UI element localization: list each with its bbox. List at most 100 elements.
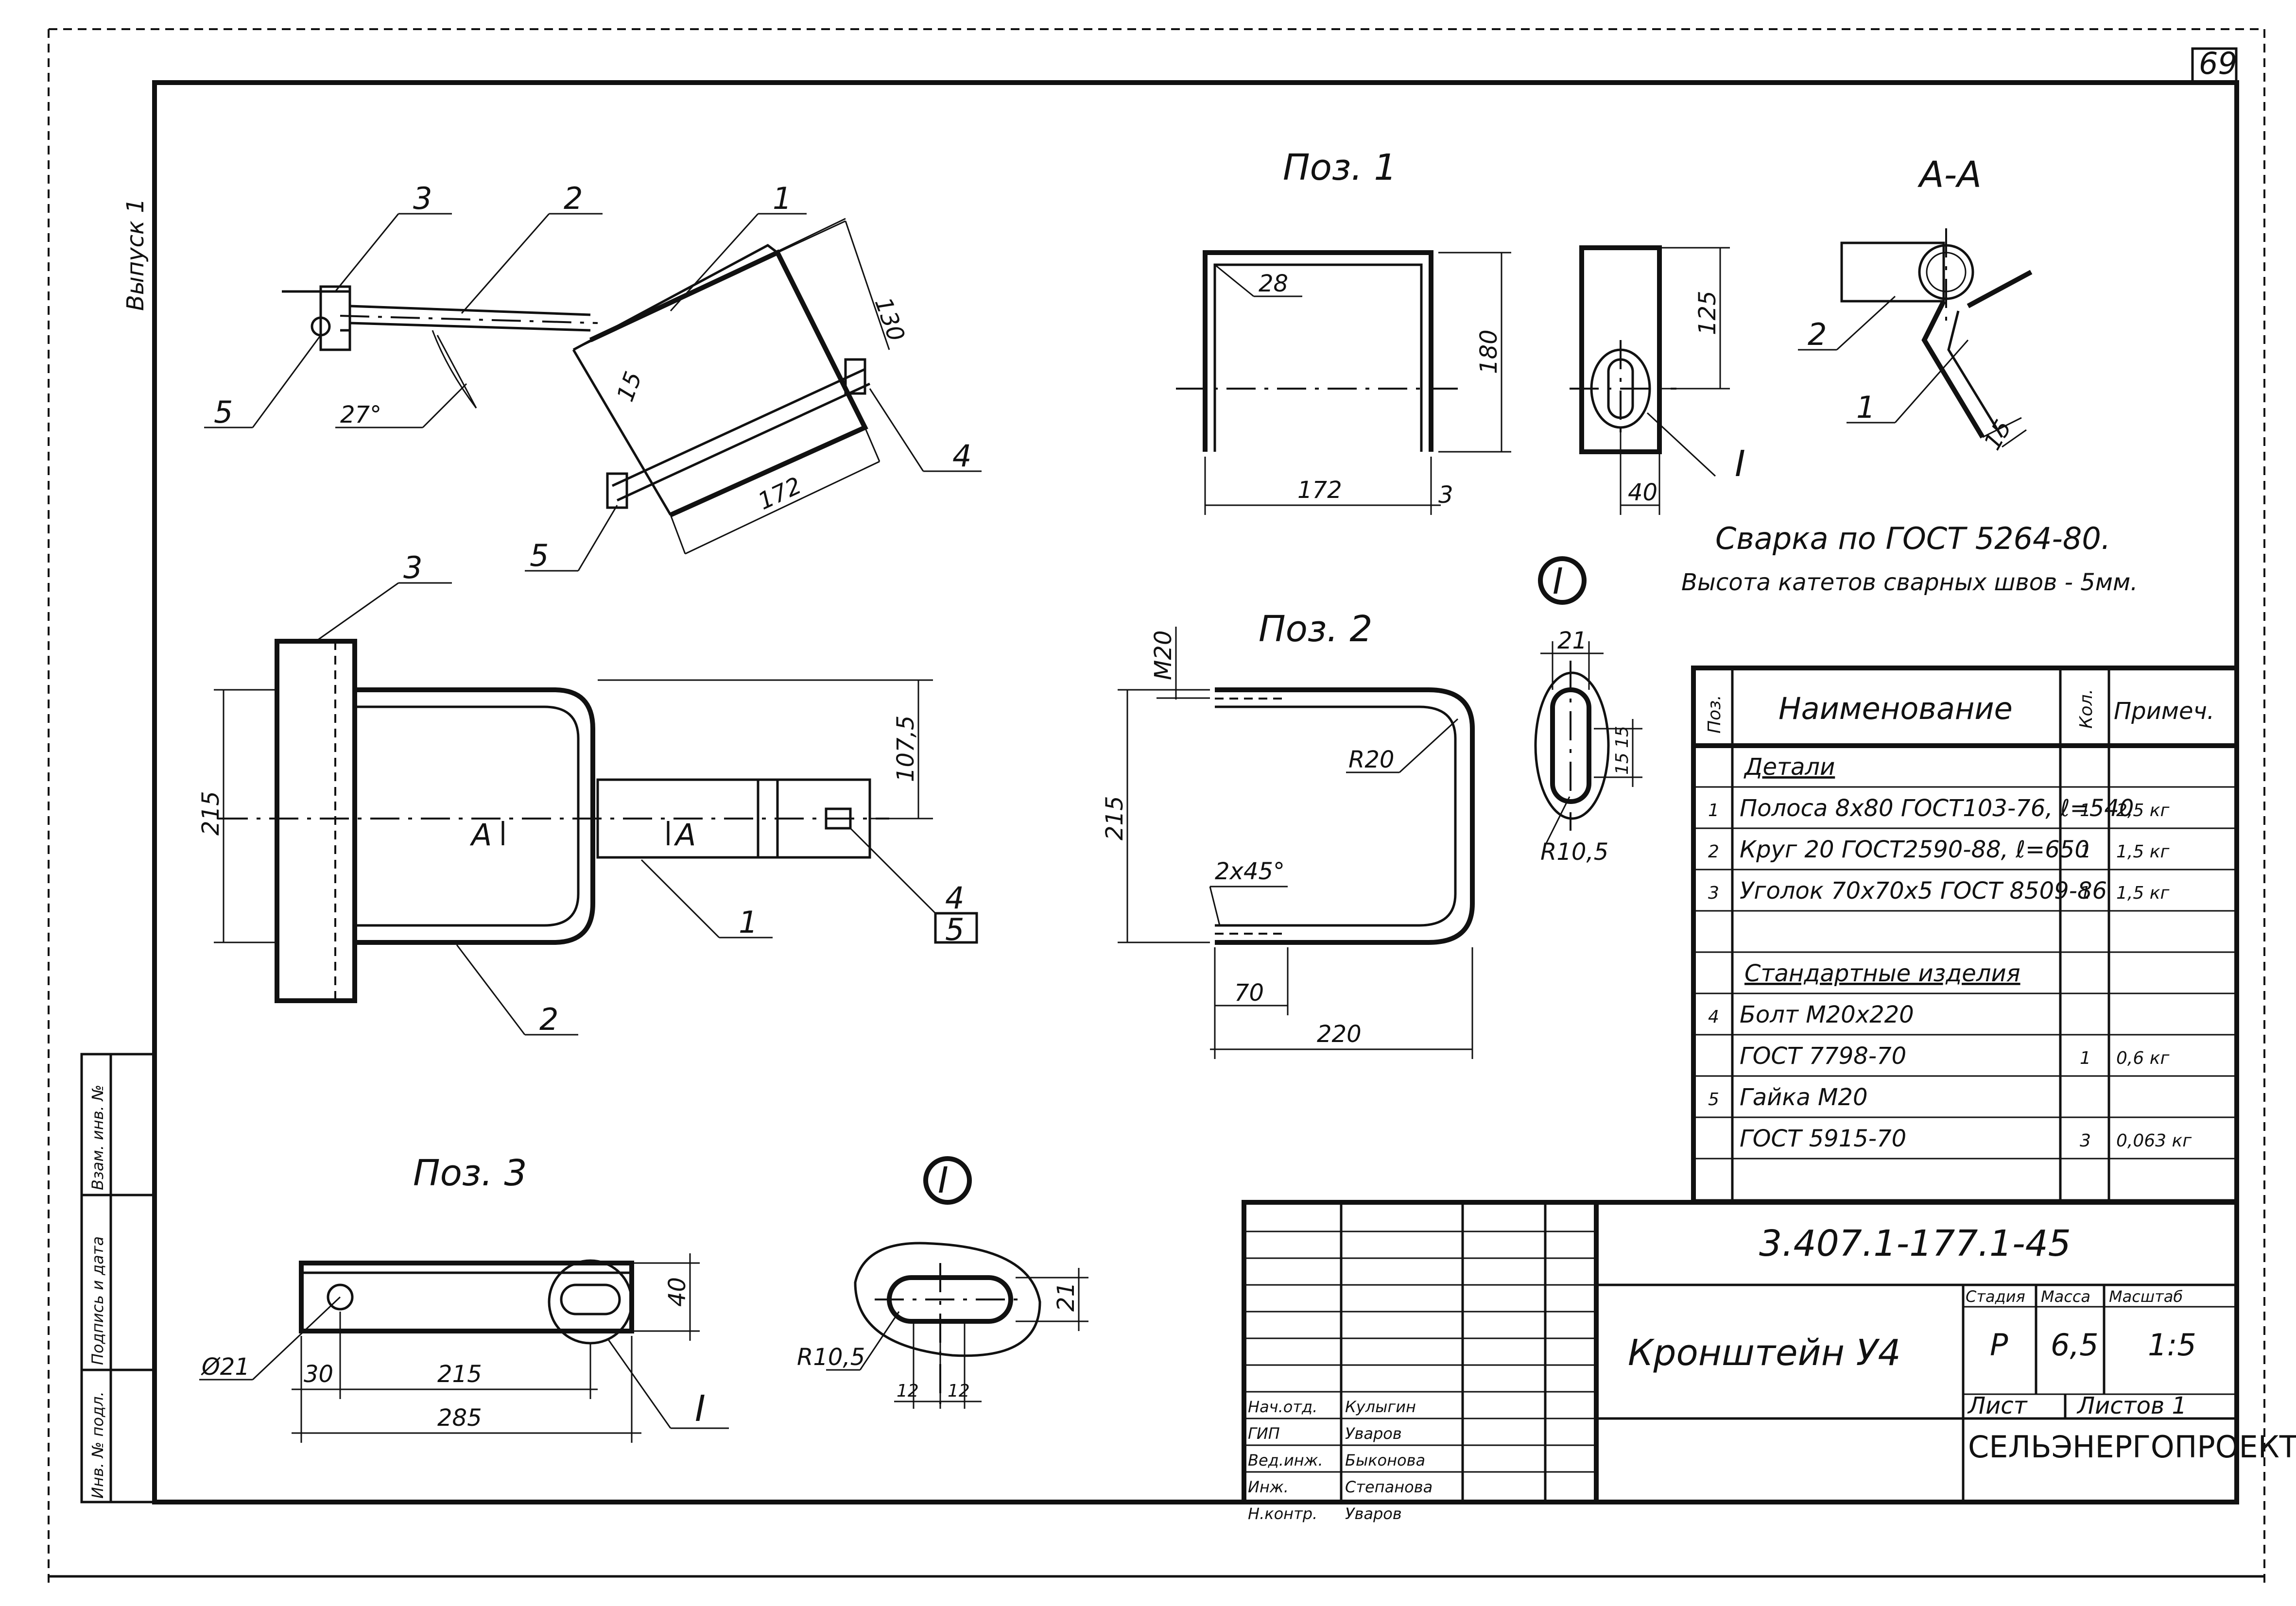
spec-cell-note: 2,5 кг: [2116, 801, 2170, 820]
pos2-dim-70: 70: [1234, 979, 1264, 1007]
section-dim-15: 15: [1979, 415, 2017, 455]
sheets-label: Листов 1: [2076, 1392, 2187, 1419]
pos1-dim-3: 3: [1438, 481, 1453, 509]
doc-code: 3.407.1-177.1-45: [1759, 1223, 2071, 1264]
spec-cell-name: Круг 20 ГОСТ2590-88, ℓ=650: [1740, 836, 2089, 863]
detail-2-mark: I: [938, 1160, 949, 1201]
signature-name: Уваров: [1345, 1504, 1402, 1523]
detail-2-dim-12a: 12: [897, 1381, 919, 1401]
weld-note: Сварка по ГОСТ 5264-80. Высота катетов с…: [1681, 521, 2138, 596]
plan-leader-3: 3: [403, 550, 422, 585]
signature-role: Нач.отд.: [1248, 1398, 1317, 1416]
signature-role: Вед.инж.: [1248, 1451, 1323, 1469]
scale-label: Масштаб: [2109, 1287, 2183, 1306]
spec-cell-note: 0,063 кг: [2116, 1131, 2192, 1151]
pos2-dim-m20: М20: [1150, 631, 1177, 681]
signature-role: ГИП: [1248, 1424, 1280, 1443]
signature-name: Степанова: [1345, 1478, 1433, 1496]
pos1-title: Поз. 1: [1283, 147, 1397, 188]
detail-1-dim-15b: 15: [1612, 752, 1632, 775]
leader-5-top: 5: [214, 394, 233, 430]
detail-2-dim-12b: 12: [948, 1381, 970, 1401]
spec-cell-name: ГОСТ 5915-70: [1740, 1125, 1906, 1152]
leader-1: 1: [773, 181, 792, 216]
spec-cell-qty: 1: [2080, 842, 2091, 862]
spec-cell-name: Полоса 8х80 ГОСТ103-76, ℓ=540: [1740, 795, 2134, 822]
leader-4: 4: [952, 438, 971, 474]
plan-leader-4: 4: [945, 880, 964, 916]
spec-cell-qty: 1: [2080, 883, 2091, 903]
spec-cell-note: 0,6 кг: [2116, 1048, 2170, 1068]
dim-15: 15: [612, 368, 648, 406]
spec-cell-name: ГОСТ 7798-70: [1740, 1042, 1906, 1070]
detail-2-dim-r10-5: R10,5: [797, 1344, 865, 1371]
detail-1-dim-15a: 15: [1612, 726, 1632, 748]
pos2-dim-220: 220: [1317, 1021, 1362, 1048]
signature-role: Инж.: [1248, 1478, 1289, 1496]
detail-2-view: I 21 R10,5 12 12: [797, 1156, 1088, 1409]
page-number: 69: [2199, 46, 2237, 81]
detail-1-mark: I: [1553, 561, 1563, 602]
section-aa-title: А-А: [1917, 154, 1982, 196]
pos1-side-dim-40: 40: [1628, 479, 1657, 506]
plan-section-mark-left: А: [469, 817, 492, 853]
pos1-dim-r28: 28: [1259, 270, 1288, 297]
sheet-frame: 69 Выпуск 1: [48, 28, 2265, 1584]
pos1-dim-180: 180: [1475, 329, 1502, 374]
pos3-view: Поз. 3 40 30 215 285 Ø21 I: [199, 1152, 729, 1443]
spec-cell-pos: 1: [1708, 801, 1719, 820]
section-leader-1: 1: [1856, 390, 1875, 425]
stamp-replace-inv: Взам. инв. №: [88, 1085, 107, 1190]
spec-cell-pos: 2: [1708, 842, 1719, 862]
plan-leader-1: 1: [739, 905, 758, 940]
pos3-dim-hole: Ø21: [201, 1353, 250, 1381]
spec-header-name: Наименование: [1778, 691, 2013, 726]
detail-1-view: I 21 15 15 R10,5: [1534, 556, 1642, 866]
detail-1-dim-21: 21: [1557, 627, 1587, 654]
spec-header-note: Примеч.: [2114, 698, 2214, 725]
organization: СЕЛЬЭНЕРГОПРОЕКТ: [1968, 1429, 2296, 1465]
side-stamp: Инв. № подл. Подпись и дата Взам. инв. №: [80, 1053, 156, 1503]
spec-cell-qty: 3: [2080, 1131, 2091, 1151]
spec-cell-pos: 5: [1708, 1090, 1719, 1110]
leader-5-bottom: 5: [530, 538, 549, 573]
plan-section-mark-right: А: [673, 817, 696, 853]
stage-value: Р: [1990, 1327, 2008, 1363]
mass-label: Масса: [2041, 1287, 2090, 1306]
weld-note-line2: Высота катетов сварных швов - 5мм.: [1681, 569, 2138, 596]
plan-dim-107-5: 107,5: [892, 716, 919, 782]
spec-cell-qty: 1: [2080, 801, 2091, 820]
pos3-dim-285: 285: [437, 1404, 482, 1432]
signature-role: Н.контр.: [1248, 1504, 1317, 1523]
plan-leader-2: 2: [539, 1002, 558, 1037]
plan-view: А А 215 107,5 3 1 2 4 5: [197, 550, 978, 1037]
pos1-dim-172: 172: [1297, 477, 1342, 504]
spec-cell-qty: 1: [2080, 1048, 2091, 1068]
pos2-dim-chamfer: 2х45°: [1215, 858, 1285, 885]
pos1-view: Поз. 1 180 172 3 28: [1176, 147, 1511, 515]
pos1-side-view: 125 40 I: [1570, 245, 1745, 515]
leader-3: 3: [413, 181, 432, 216]
spec-header-pos: Поз.: [1705, 695, 1725, 734]
pos3-dim-40: 40: [664, 1277, 691, 1307]
spec-cell-name: Уголок 70х70х5 ГОСТ 8509-86: [1740, 877, 2107, 905]
pos2-view: Поз. 2 М20 215 R20 2х45° 70 220: [1101, 608, 1475, 1059]
detail-1-dim-r10-5: R10,5: [1540, 838, 1608, 866]
mass-value: 6,5: [2051, 1327, 2099, 1363]
spec-cell-name: Болт М20х220: [1740, 1001, 1914, 1028]
pos3-dim-30: 30: [304, 1361, 333, 1388]
signature-name: Кулыгин: [1345, 1398, 1416, 1416]
dim-130: 130: [869, 294, 910, 345]
section-leader-2: 2: [1808, 317, 1827, 352]
spec-cell-pos: 4: [1708, 1007, 1719, 1027]
plan-dim-215: 215: [197, 791, 224, 836]
spec-cell-note: 1,5 кг: [2116, 842, 2170, 862]
pos2-title: Поз. 2: [1259, 608, 1372, 650]
spec-cell-name: Гайка М20: [1740, 1084, 1868, 1111]
stage-label: Стадия: [1966, 1287, 2025, 1306]
spec-header-qty: Кол.: [2076, 689, 2096, 729]
